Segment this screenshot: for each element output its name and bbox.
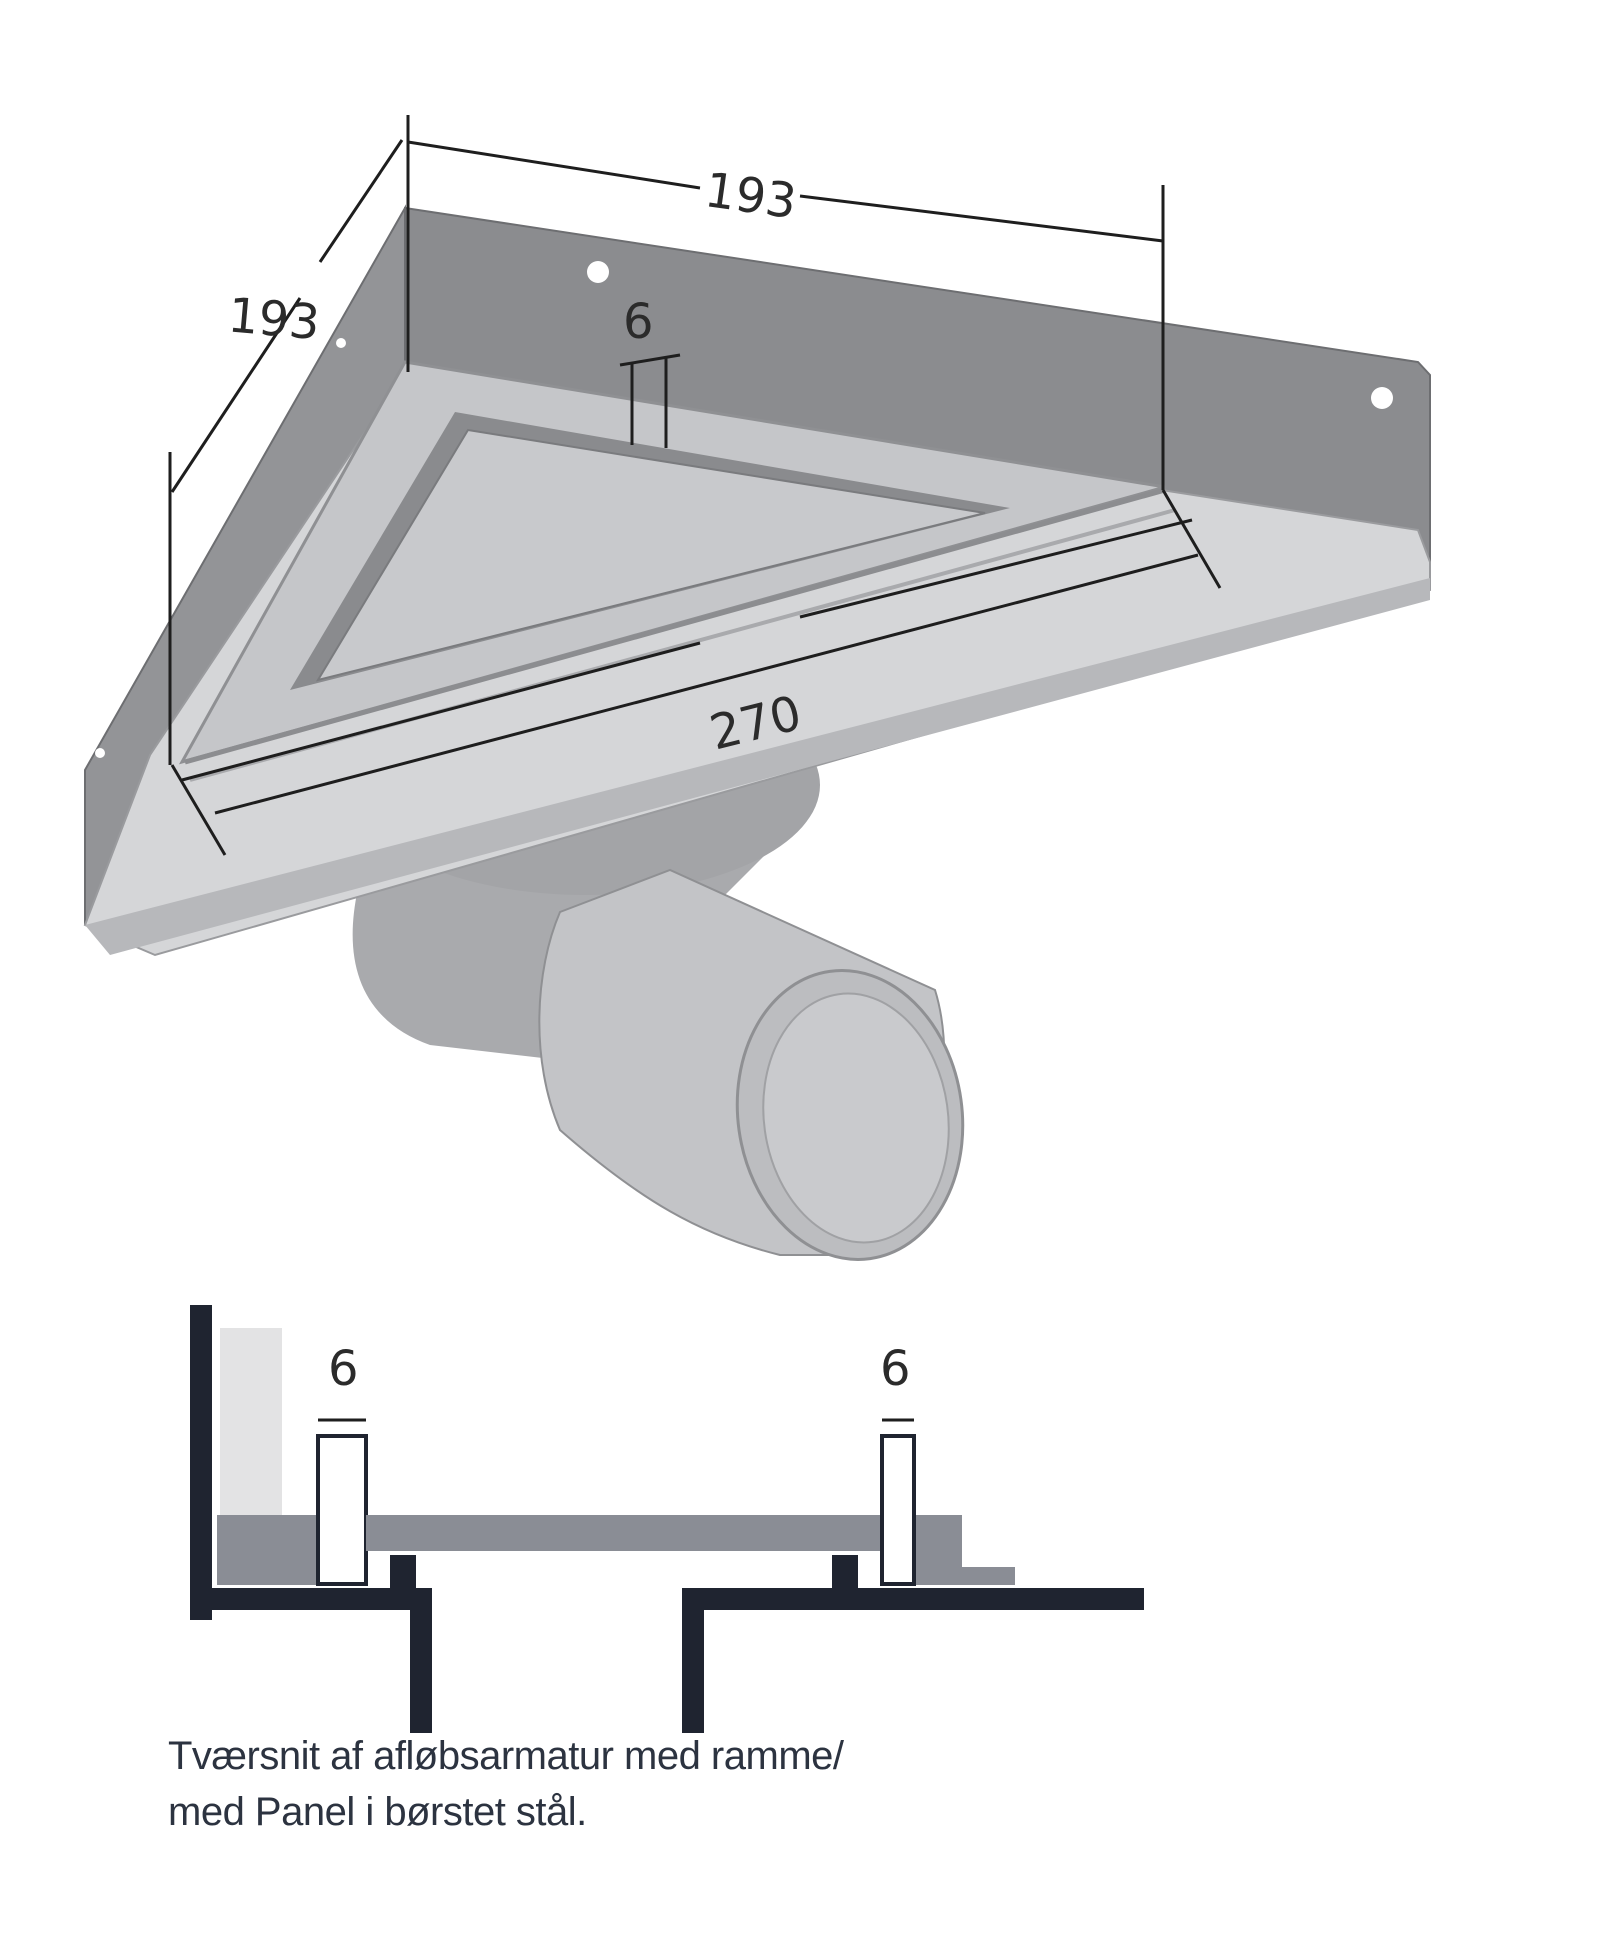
mounting-hole: [336, 338, 346, 348]
panel-section: [366, 1515, 880, 1551]
floor-tile-left: [217, 1515, 317, 1585]
dimension-top: 193: [701, 162, 800, 230]
floor-tile-right: [916, 1515, 1015, 1585]
caption-line-1: Tværsnit af afløbsarmatur med ramme/: [168, 1734, 844, 1778]
dimension-gap-top: 6: [623, 294, 654, 350]
section-dimension-right: 6: [880, 1341, 911, 1397]
floor-lip: [85, 578, 1430, 955]
dimension-left: 193: [226, 287, 322, 351]
cross-section: 6 6: [190, 1305, 1144, 1733]
frame-left: [316, 1434, 368, 1586]
frame-groove: [184, 487, 1166, 765]
mounting-hole: [95, 748, 105, 758]
frame-right: [880, 1434, 916, 1586]
corner-drain-3d: 193 193 6 270: [83, 115, 1431, 1261]
outlet-pipe-inner: [762, 992, 950, 1244]
caption: Tværsnit af afløbsarmatur med ramme/ med…: [168, 1728, 1268, 1840]
caption-line-2: med Panel i børstet stål.: [168, 1790, 587, 1834]
panel: [315, 428, 986, 682]
dimension-lines: [168, 115, 1222, 856]
mounting-hole: [1371, 387, 1393, 409]
mounting-hole: [587, 261, 609, 283]
section-dimension-left: 6: [328, 1341, 359, 1397]
section-profile: [190, 1305, 1144, 1733]
tile-face: [220, 1328, 282, 1516]
